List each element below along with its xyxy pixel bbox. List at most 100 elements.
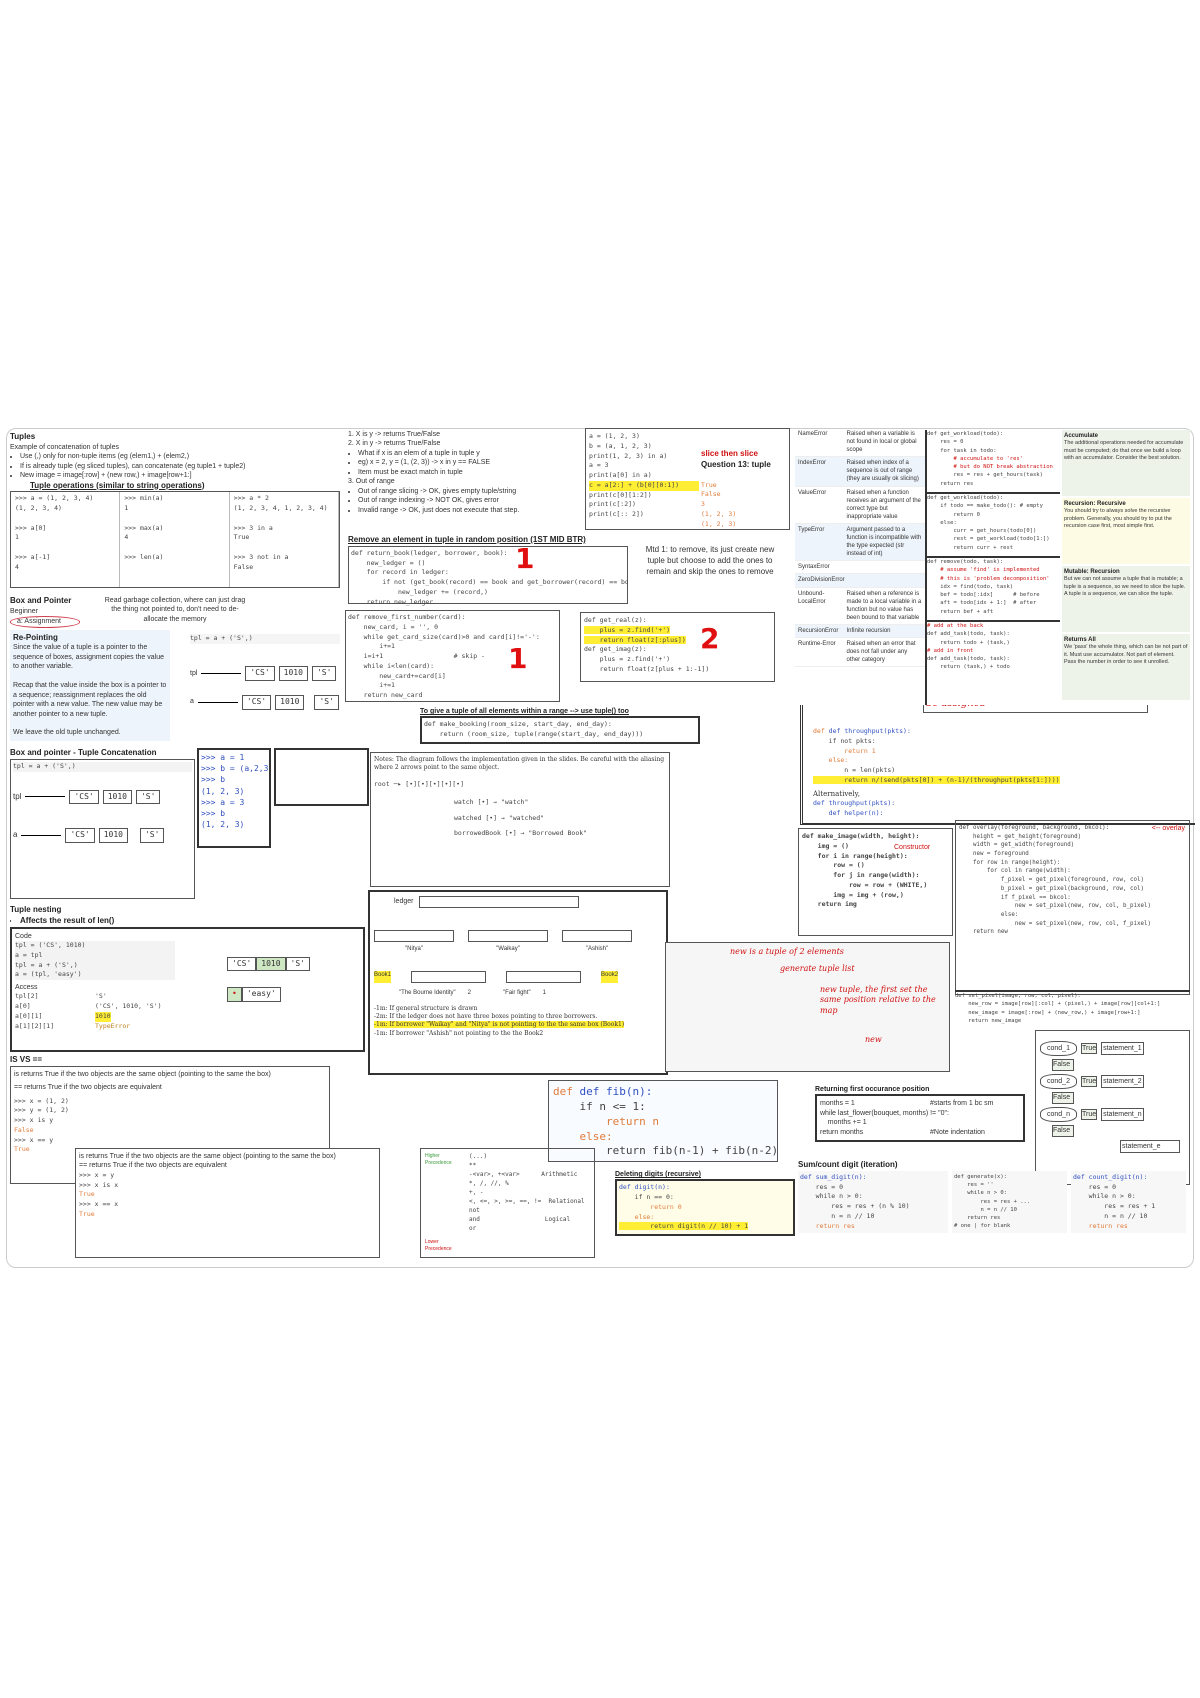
text: "watch": [500, 797, 529, 806]
text: watched: [454, 813, 482, 822]
text: >>> x = y: [79, 1170, 115, 1179]
text: <-- overlay: [1151, 825, 1185, 832]
block: def def throughput(pkts): if not pkts: r…: [813, 727, 1185, 786]
text: NameError: [795, 428, 844, 458]
block: def make_booking(room_size, start_day, e…: [420, 716, 700, 744]
text: "Nitya": [405, 946, 423, 953]
text: res = res + get_hours(task): [927, 472, 1043, 479]
text: else:: [927, 519, 957, 526]
text: <, <=, >, >=, ==, != Relational: [469, 1198, 585, 1205]
text: # assume 'find' is implemented: [927, 567, 1040, 574]
text: return (room_size, tuple(range(start_day…: [424, 730, 644, 739]
text: while last_flower(bouquet, months) != "0…: [820, 1109, 949, 1117]
text: def get_real(z):: [584, 616, 647, 624]
block: def def fib(n):: [553, 1085, 773, 1100]
text: Accumulate: [1064, 433, 1099, 439]
block: def make_image(width, height): img = () …: [802, 832, 949, 910]
text: if f_pixel == bkcol:: [959, 894, 1071, 901]
text: Lower Precedence: [425, 1239, 452, 1252]
text: ValueError: [795, 486, 844, 524]
block: plus = z.find('+'): [584, 625, 771, 636]
text: tpl: [13, 791, 22, 801]
text: return float(z[:plus]): [584, 635, 686, 644]
text: False: [1052, 1092, 1074, 1104]
get-real-box: def get_real(z): plus = z.find('+') retu…: [580, 612, 775, 682]
block: tpl'CS'1010'S': [190, 666, 339, 681]
text: Returning first occurance position: [815, 1086, 930, 1093]
text: False: [701, 490, 721, 499]
block: watched [•] → "watched": [454, 813, 545, 822]
text: 'S': [135, 789, 161, 805]
text: 'CS': [245, 666, 275, 681]
text: TypeError: [95, 1021, 131, 1030]
text: aft = todo[idx + 1:] # after: [927, 600, 1037, 607]
text: "Waikay": [496, 946, 520, 953]
text: res = res + ...: [954, 1198, 1031, 1205]
text: True: [1080, 1108, 1098, 1121]
text: a[0]: [15, 1002, 31, 1011]
text: >>> 3 not in a: [233, 552, 289, 561]
block: def remove_first_number(card): new_card,…: [348, 613, 557, 701]
block: Out of range slicing -> OK, gives empty …: [348, 487, 583, 515]
text: 'easy': [241, 987, 281, 1003]
text: 1: [124, 504, 129, 513]
text: >>> x is y: [14, 1116, 54, 1125]
block: -1m: If borrower "Waikay" and "Nitya" is…: [374, 1021, 662, 1029]
text: Sum/count digit (iteration): [798, 1160, 898, 1169]
snippets: def get_workload(todo): res = 0 for task…: [925, 430, 1060, 705]
text: while get_card_size(card)>0 and card[i]!…: [348, 632, 540, 641]
first-occurrence: Returning first occurance position month…: [815, 1085, 1025, 1160]
text: TypeError: [795, 523, 844, 562]
text: Notes: The diagram follows the implement…: [374, 756, 665, 772]
text: But we can not assume a tuple that is mu…: [1064, 576, 1186, 597]
annotated-screenshot: new is a tuple of 2 elements generate tu…: [665, 942, 950, 1072]
text: print(a[0] in a): [589, 471, 652, 479]
block: "Nitya" "Waikay" "Ashish": [374, 930, 662, 953]
annotation-1: 1: [515, 542, 535, 575]
remove-section: Remove an element in tuple in random pos…: [348, 535, 628, 607]
text: and Logical: [469, 1216, 571, 1223]
block: tpl[2]'S': [15, 992, 360, 1002]
text: plus = z.find('+'): [584, 655, 671, 663]
text: return res: [1073, 1221, 1128, 1230]
text: return bef + aft: [927, 608, 994, 615]
is-eq-title: IS VS ==: [10, 1055, 43, 1064]
text: Question 13: tuple: [701, 459, 771, 469]
text: 3: [701, 500, 705, 509]
text: a = tpl: [15, 950, 43, 959]
block: return n/(send(pkts[0]) + (n-1)/(through…: [813, 775, 1185, 786]
text: >>> x = (1, 2): [14, 1096, 69, 1105]
code: tpl = a + ('S',): [190, 634, 340, 644]
text: True: [14, 1145, 30, 1154]
text: return res: [800, 1221, 855, 1230]
concat-title: Box and pointer - Tuple Concatenation: [10, 748, 157, 757]
text: width = get_width(foreground): [959, 842, 1075, 849]
text: a: [13, 830, 18, 840]
text: True: [79, 1209, 95, 1218]
text: tpl[2]: [15, 992, 39, 1001]
text: def helper(n):: [813, 808, 884, 817]
text: print(1, 2, 3) in a): [589, 451, 668, 460]
bullet: Use (,) only for non-tuple items (eg (el…: [20, 452, 340, 461]
text: return new_ledger: [351, 597, 434, 606]
text: new_row = image[row][:col] + (pixel,) + …: [955, 1001, 1161, 1008]
text: Infinite recursion: [843, 624, 925, 638]
text: +, -: [469, 1189, 484, 1196]
text: borrowedBook: [454, 829, 501, 838]
text: (1, 2, 3): [701, 519, 737, 528]
text: cond_1: [1040, 1041, 1077, 1057]
text: Recursion: Recursive: [1064, 501, 1126, 507]
text: "watched": [508, 813, 545, 822]
text: def throughput(pkts):: [813, 798, 896, 807]
text: 2: [467, 990, 471, 997]
text: >>> min(a): [124, 494, 164, 503]
text: (1, 2, 3): [201, 786, 245, 796]
text: return digit(n // 10) + 1: [619, 1222, 749, 1231]
block: [468, 930, 548, 942]
text: (...): [469, 1153, 488, 1160]
text: >>> a = (1, 2, 3, 4): [15, 494, 94, 503]
text: def get_imag(z):: [584, 645, 647, 654]
